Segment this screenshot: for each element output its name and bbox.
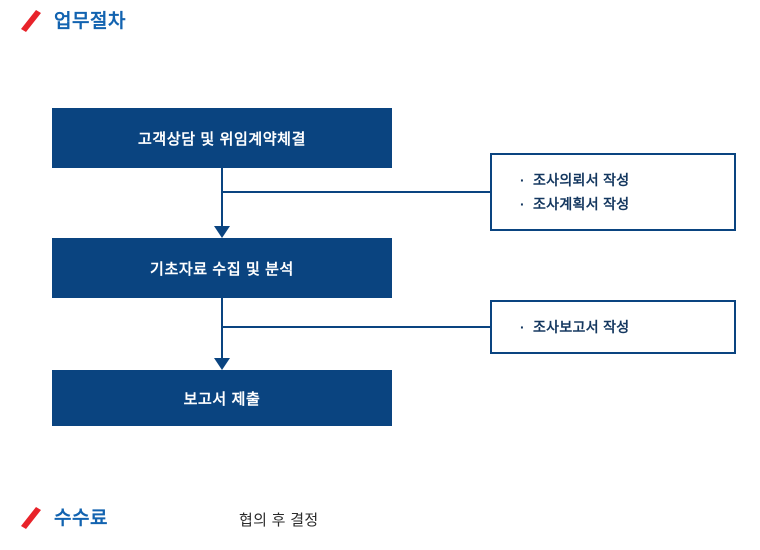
flow-step-label-3: 보고서 제출 xyxy=(183,390,261,408)
flow-step-box-3[interactable]: 보고서 제출 xyxy=(52,370,392,426)
fee-note-text: 협의 후 결정 xyxy=(239,512,319,529)
flow-note-item: 조사계획서 작성 xyxy=(520,192,734,216)
flow-note-item: 조사보고서 작성 xyxy=(520,315,734,339)
flow-note-item: 조사의뢰서 작성 xyxy=(520,168,734,192)
red-slash-icon xyxy=(21,10,41,32)
flow-step-box-1[interactable]: 고객상담 및 위임계약체결 xyxy=(52,108,392,168)
flow-step-label-2: 기초자료 수집 및 분석 xyxy=(150,260,294,278)
connector-step0-step1-arrowhead xyxy=(214,226,230,238)
flow-note-box-1[interactable]: 조사의뢰서 작성 조사계획서 작성 xyxy=(490,153,736,231)
flow-step-box-2[interactable]: 기초자료 수집 및 분석 xyxy=(52,238,392,298)
section-heading-fee-label: 수수료 xyxy=(54,507,108,529)
flow-step-label-1: 고객상담 및 위임계약체결 xyxy=(138,130,306,148)
red-slash-icon xyxy=(21,507,41,529)
section-heading-fee: 수수료 xyxy=(20,505,108,531)
connector-step1-step2-arrowhead xyxy=(214,358,230,370)
section-heading-process-label: 업무절차 xyxy=(54,10,126,32)
flow-note-box-2[interactable]: 조사보고서 작성 xyxy=(490,300,736,354)
section-heading-process: 업무절차 xyxy=(20,8,126,34)
